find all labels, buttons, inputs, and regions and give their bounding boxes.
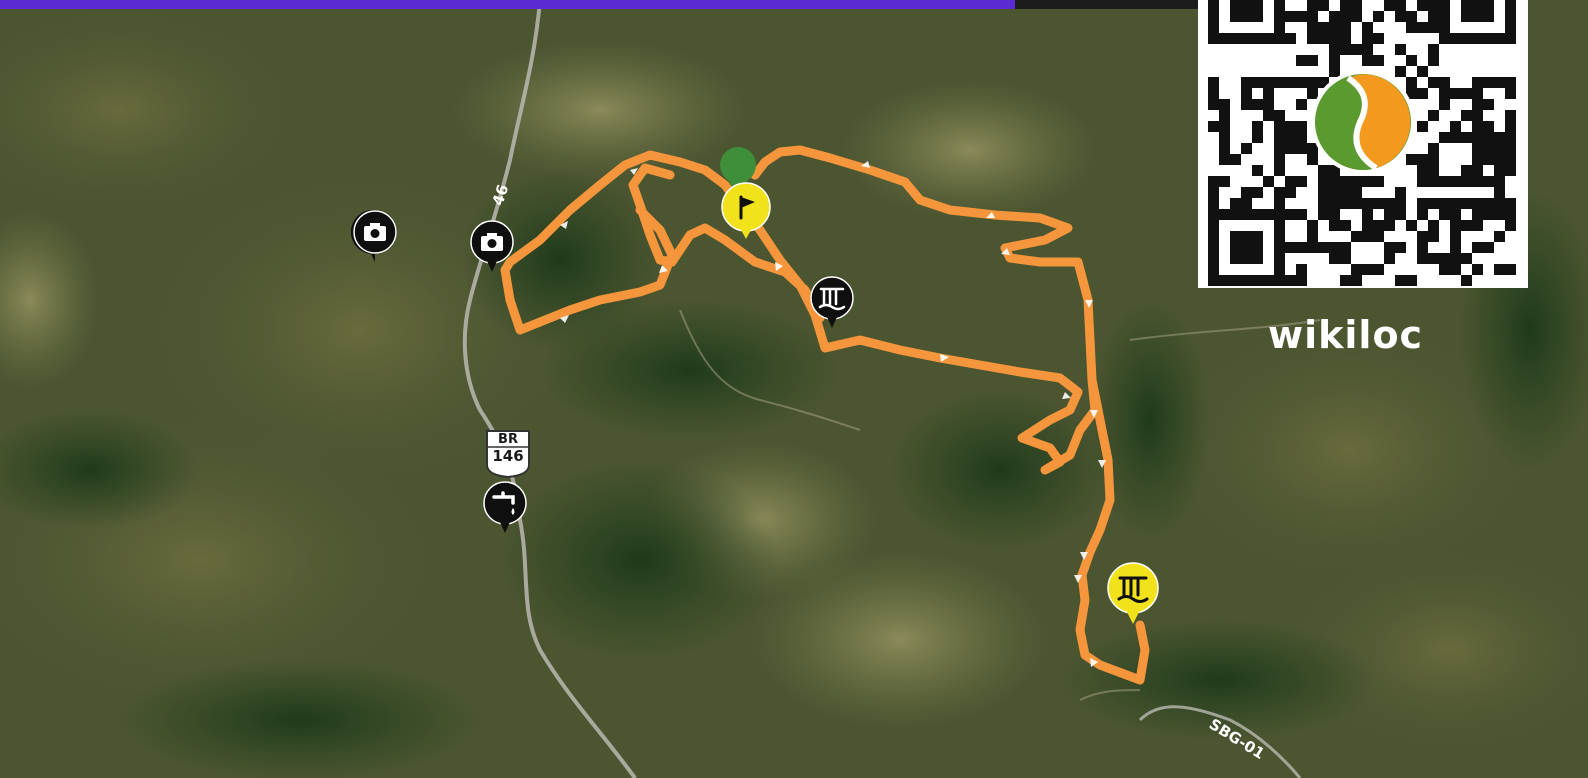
highway-shield xyxy=(486,430,530,479)
qr-code[interactable] xyxy=(1198,0,1528,288)
water-tap-icon[interactable] xyxy=(483,481,527,533)
wikiloc-emblem-icon xyxy=(1311,70,1415,174)
shield-line1: BR xyxy=(498,432,518,447)
photo-icon[interactable] xyxy=(350,209,397,262)
road-sbg01 xyxy=(1138,705,1302,778)
waterfall-icon[interactable] xyxy=(810,276,854,328)
wikiloc-logo: wikiloc xyxy=(1268,313,1424,357)
waterfall-icon[interactable] xyxy=(1107,562,1159,624)
route-line[interactable] xyxy=(500,145,1150,685)
photo-icon[interactable] xyxy=(470,220,514,272)
qr-code-pattern xyxy=(1208,0,1516,286)
title-banner xyxy=(0,0,1015,9)
shield-line2: 146 xyxy=(492,447,524,465)
direction-arrows xyxy=(560,161,1106,667)
highway-br146 xyxy=(462,0,637,778)
highway-shield-label: BR 146 xyxy=(485,431,531,465)
start-flag-icon[interactable] xyxy=(721,182,771,239)
